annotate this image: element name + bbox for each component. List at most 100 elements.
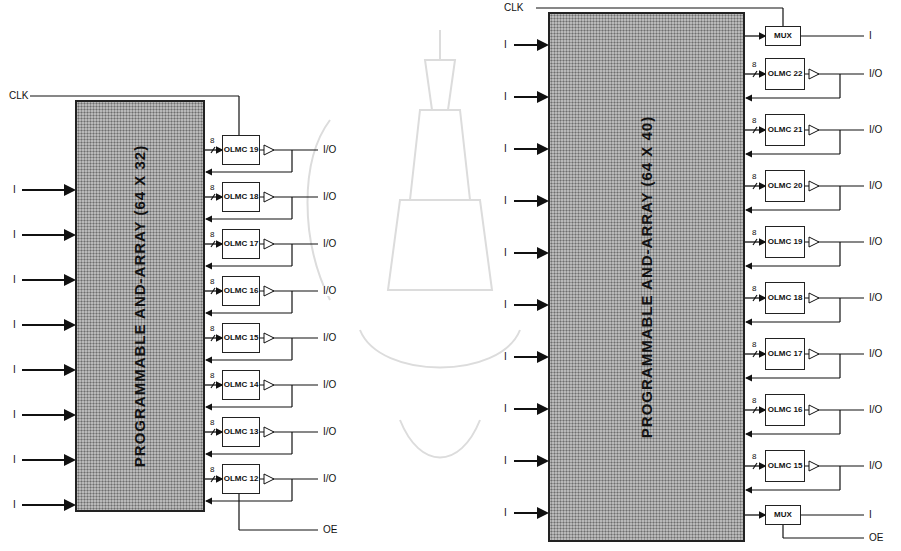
wire — [206, 453, 292, 454]
pin-label: I/O — [868, 181, 883, 191]
olmc-box: OLMC 14 — [222, 370, 260, 400]
array-title: PROGRAMMABLE AND-ARRAY (64 X 32) — [131, 130, 150, 482]
wire — [206, 500, 292, 501]
wire — [22, 189, 74, 191]
pin-label: I/O — [322, 474, 337, 484]
pin-label: I — [12, 455, 17, 465]
pin-label: I/O — [322, 380, 337, 390]
bus-width: 8 — [751, 173, 757, 181]
mux-box: MUX — [765, 505, 801, 525]
pin-label: I — [503, 352, 508, 362]
bus-width: 8 — [751, 453, 757, 461]
olmc-box: OLMC 18 — [222, 182, 260, 212]
pin-label: I/O — [868, 125, 883, 135]
buffer-symbol — [809, 125, 819, 135]
olmc-box: OLMC 19 — [222, 135, 260, 165]
buffer-symbol — [809, 293, 819, 303]
buffer-symbol — [809, 405, 819, 415]
wire — [839, 354, 840, 378]
pin-label: OE — [868, 533, 884, 543]
wire — [839, 466, 840, 490]
wire — [22, 279, 74, 281]
bus-connector — [745, 35, 765, 36]
pin-label: I/O — [868, 349, 883, 359]
pin-label: I — [12, 185, 17, 195]
bus-connector — [745, 409, 765, 410]
wire — [782, 8, 783, 26]
block-label: OLMC 22 — [768, 70, 803, 78]
buffer-symbol — [264, 192, 274, 202]
bus-connector — [745, 465, 765, 466]
bus-connector — [205, 196, 222, 197]
olmc-box: OLMC 18 — [765, 282, 805, 314]
block-label: OLMC 15 — [224, 334, 259, 342]
buffer-symbol — [264, 286, 274, 296]
bus-width: 8 — [209, 325, 215, 333]
bus-width: 8 — [751, 341, 757, 349]
wire — [22, 504, 74, 506]
block-label: MUX — [774, 511, 792, 519]
bus-connector — [745, 129, 765, 130]
pin-label: I/O — [868, 405, 883, 415]
wire — [291, 150, 292, 172]
wire — [801, 514, 864, 515]
wire — [514, 96, 547, 98]
block-label: OLMC 16 — [224, 287, 259, 295]
pin-label: I — [503, 456, 508, 466]
bus-width: 8 — [751, 117, 757, 125]
pin-label: I/O — [322, 286, 337, 296]
pin-label: OE — [322, 525, 338, 535]
olmc-box: OLMC 19 — [765, 226, 805, 258]
wire — [839, 298, 840, 322]
olmc-box: OLMC 15 — [765, 450, 805, 482]
buffer-symbol — [809, 69, 819, 79]
pin-label: I — [12, 365, 17, 375]
pin-label: I — [503, 144, 508, 154]
pin-label: I/O — [868, 461, 883, 471]
buffer-symbol — [264, 380, 274, 390]
wire — [206, 359, 292, 360]
pin-label: I/O — [322, 333, 337, 343]
pin-label: I — [12, 500, 17, 510]
pin-label: I — [503, 300, 508, 310]
bus-connector — [745, 73, 765, 74]
olmc-box: OLMC 20 — [765, 170, 805, 202]
bus-width: 8 — [209, 184, 215, 192]
block-label: OLMC 21 — [768, 126, 803, 134]
pin-label: I — [503, 92, 508, 102]
pin-label: I — [503, 404, 508, 414]
pin-label: CLK — [8, 91, 29, 101]
block-label: OLMC 12 — [224, 475, 259, 483]
bus-width: 8 — [209, 372, 215, 380]
wire — [514, 252, 547, 254]
wire — [206, 218, 292, 219]
wire — [22, 324, 74, 326]
olmc-box: OLMC 12 — [222, 464, 260, 494]
bus-width: 8 — [209, 419, 215, 427]
bus-connector — [205, 337, 222, 338]
wire — [291, 291, 292, 313]
block-label: OLMC 17 — [224, 240, 259, 248]
wire — [22, 369, 74, 371]
wire — [746, 97, 840, 98]
wire — [514, 148, 547, 150]
pin-label: I — [503, 196, 508, 206]
olmc-box: OLMC 13 — [222, 417, 260, 447]
wire — [746, 153, 840, 154]
bus-width: 8 — [209, 231, 215, 239]
bus-width: 8 — [751, 397, 757, 405]
wire — [839, 242, 840, 266]
olmc-box: OLMC 17 — [765, 338, 805, 370]
bus-connector — [205, 431, 222, 432]
wire — [206, 312, 292, 313]
buffer-symbol — [264, 239, 274, 249]
olmc-box: OLMC 21 — [765, 114, 805, 146]
wire — [291, 479, 292, 501]
bus-connector — [745, 185, 765, 186]
wire — [514, 460, 547, 462]
wire — [514, 408, 547, 410]
wire — [238, 494, 239, 530]
wire — [514, 44, 547, 46]
olmc-box: OLMC 16 — [765, 394, 805, 426]
wire — [746, 209, 840, 210]
